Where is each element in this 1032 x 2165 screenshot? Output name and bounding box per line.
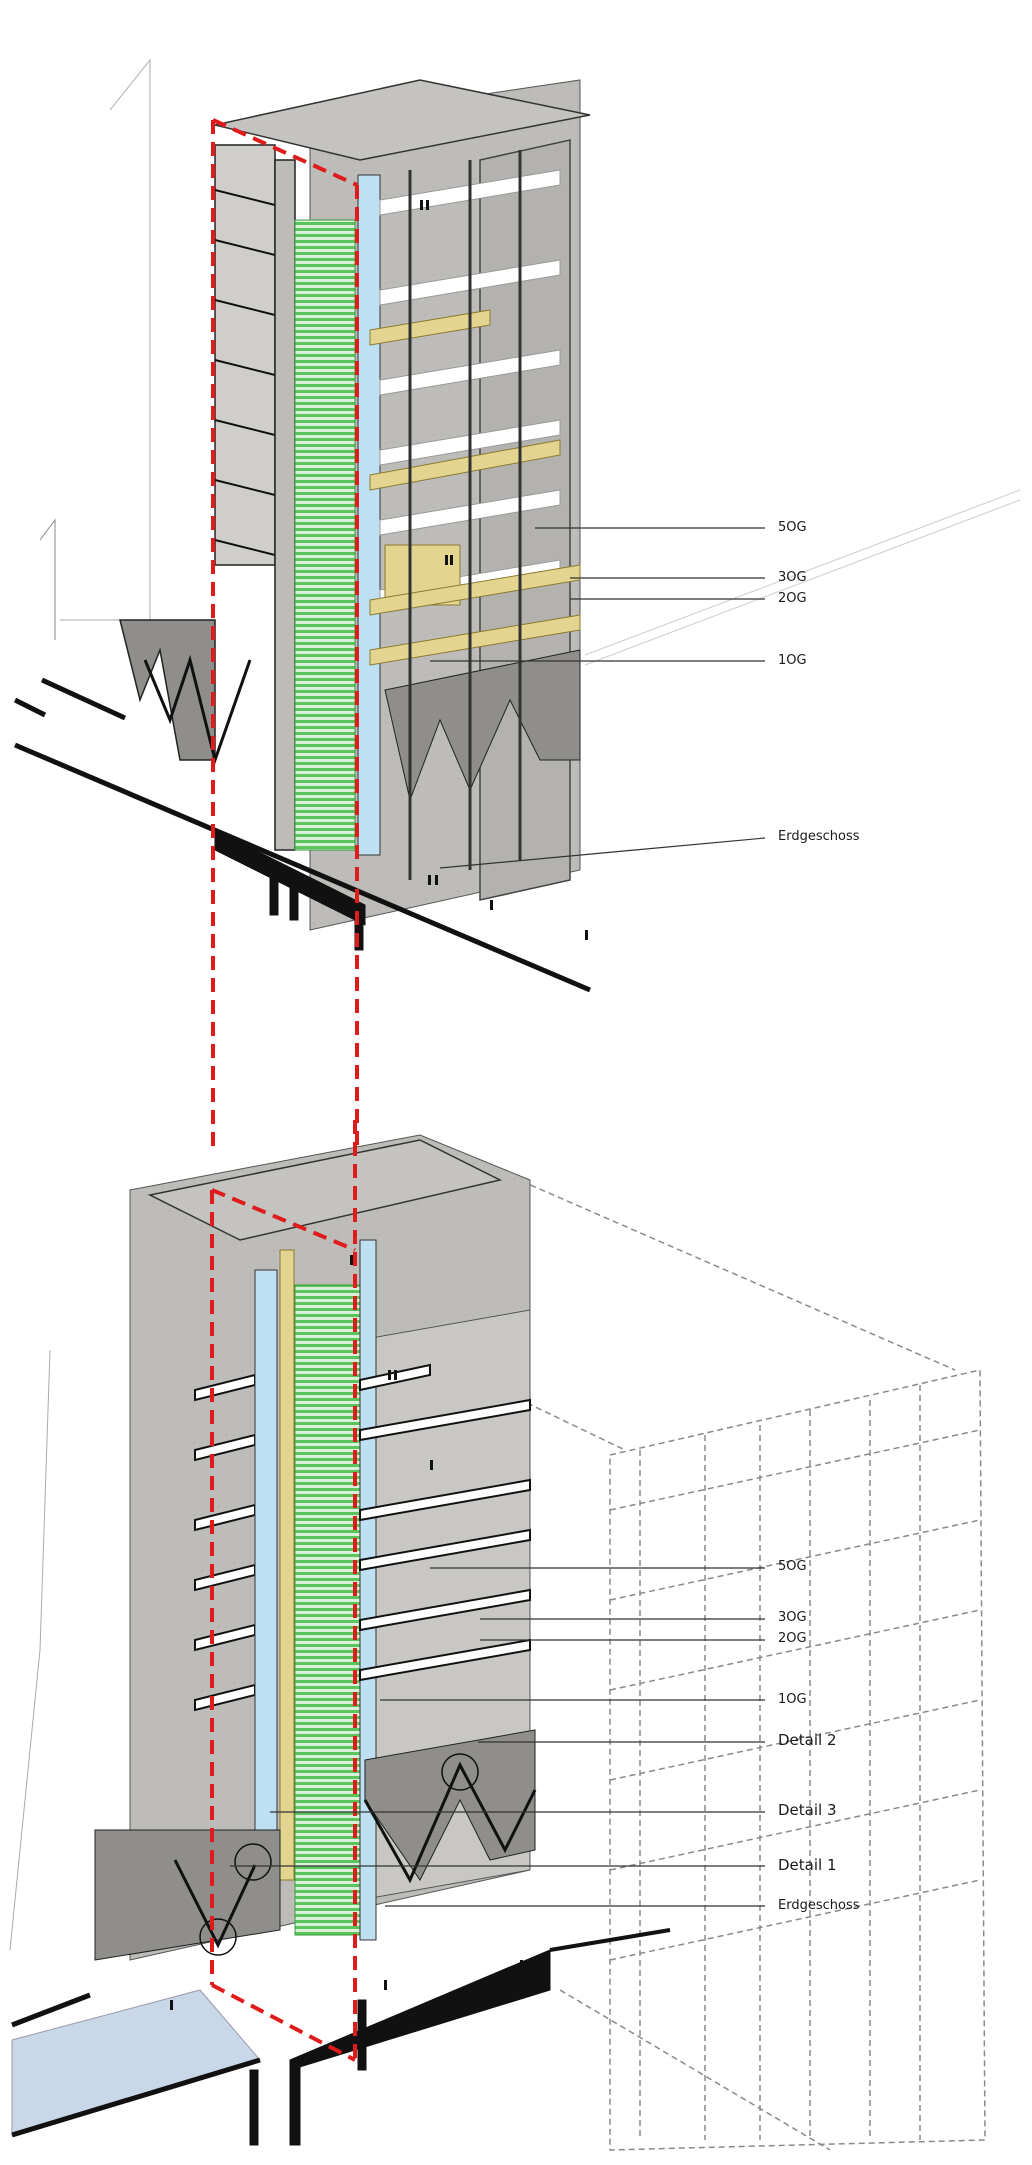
core-wall [274, 159, 296, 851]
zigzag-foundation-left [119, 619, 216, 761]
section-cut-outline [211, 118, 359, 1200]
street-lines [584, 489, 1021, 666]
neighbour-stair-outline [39, 518, 56, 640]
glass-shaft-right-lower [359, 1239, 377, 1941]
ground-plane-lower [11, 1928, 671, 2146]
lower-label-2og: 2OG [778, 1631, 807, 1646]
roof-slab [214, 79, 591, 161]
upper-axonometric [13, 58, 1021, 1200]
left-floor-stack [214, 144, 276, 566]
section-cut-outline-lower [210, 1120, 357, 2062]
lower-label-detail-3: Detail 3 [778, 1801, 837, 1819]
lower-label-3og: 3OG [778, 1610, 807, 1625]
upper-label-1og: 1OG [778, 653, 807, 668]
lower-label-detail-2: Detail 2 [778, 1731, 837, 1749]
lower-label-1og: 1OG [778, 1692, 807, 1707]
upper-label-erdgeschoss: Erdgeschoss [778, 829, 860, 844]
detail-2-marker [441, 1753, 479, 1791]
lower-label-detail-1: Detail 1 [778, 1856, 837, 1874]
lower-leader-lines [230, 1567, 765, 1907]
green-facade-lower [294, 1284, 361, 1936]
upper-label-5og: 5OG [778, 520, 807, 535]
zigzag-line-left [143, 654, 252, 766]
upper-label-3og: 3OG [778, 570, 807, 585]
green-facade [294, 219, 356, 851]
neighbour-building-outline-lower [9, 1349, 51, 1951]
people-figures-lower [170, 1255, 523, 2010]
zigzag-foundation-lower-left [94, 1829, 281, 1961]
people-figures [420, 200, 588, 940]
detail-3-marker [234, 1843, 272, 1881]
glass-shaft [357, 174, 381, 856]
ground-plane [13, 677, 591, 993]
columns [408, 150, 522, 880]
zigzag-line-lower-left [173, 1859, 257, 1949]
lower-axonometric [9, 1120, 986, 2151]
detail-1-marker [199, 1918, 237, 1956]
upper-leader-lines [430, 527, 766, 869]
right-wall-panel [479, 139, 571, 901]
right-floor-slabs-lower [359, 1363, 531, 1682]
zigzag-foundation-right [384, 649, 581, 802]
upper-label-2og: 2OG [778, 591, 807, 606]
wireframe-building [499, 1176, 986, 2151]
neighbour-building-outline [60, 58, 151, 621]
timber-balconies [369, 309, 581, 666]
zigzag-line-lower-right [363, 1761, 537, 1884]
left-floor-lines [214, 189, 276, 556]
timber-column [279, 1249, 295, 1881]
lower-label-erdgeschoss: Erdgeschoss [778, 1898, 860, 1913]
lower-label-5og: 5OG [778, 1559, 807, 1574]
left-floor-slabs-lower [194, 1373, 256, 1712]
